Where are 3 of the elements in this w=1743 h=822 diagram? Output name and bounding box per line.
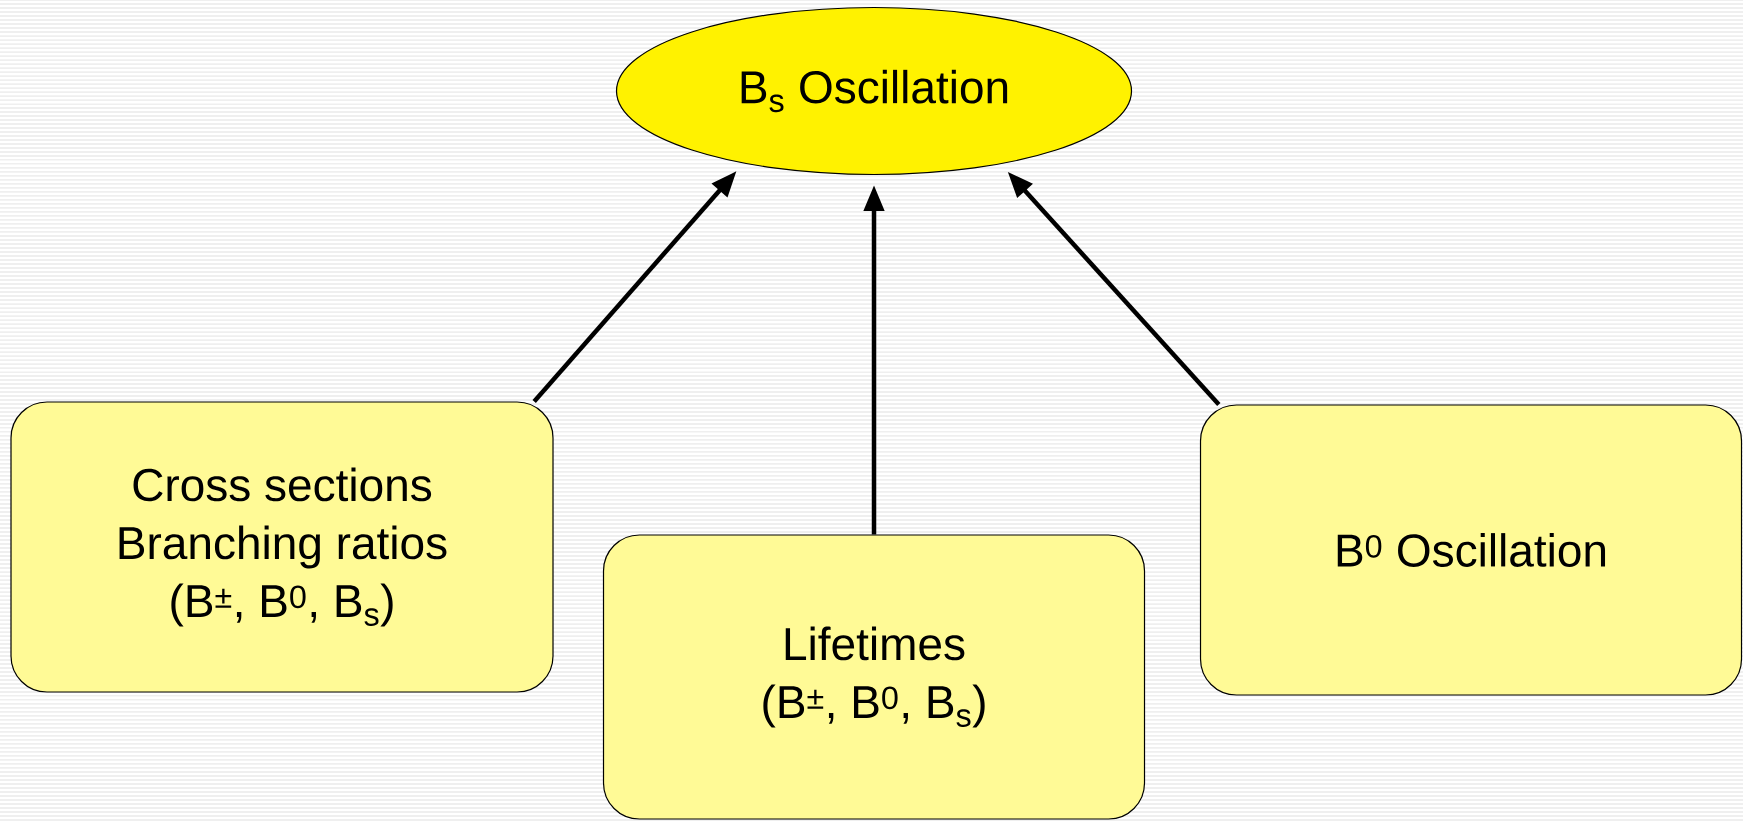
process-box: B$^{0}$ Oscillation xyxy=(1199,404,1743,696)
process-box: Lifetimes (B$^{±}$, B$^{0}$, B$_{s}$) xyxy=(602,534,1146,820)
process-box: Cross sections Branching ratios (B$^{±}$, B$^{0}$, B$_{s}$) xyxy=(10,401,554,693)
